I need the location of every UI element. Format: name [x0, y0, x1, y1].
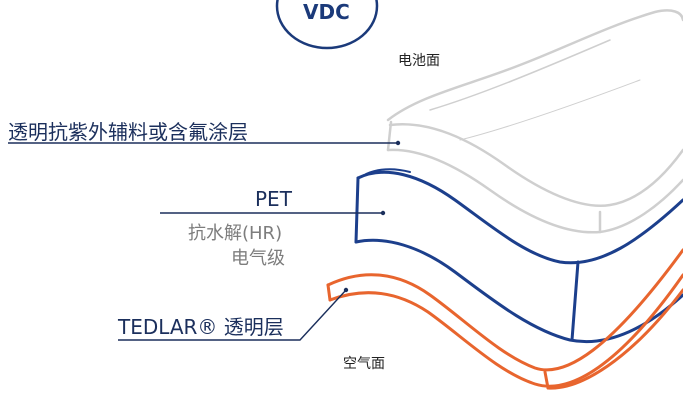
cell-side-label: 电池面: [398, 53, 440, 69]
tedlar-label: TEDLAR® 透明层: [118, 315, 284, 339]
vdc-badge-circle: [275, 0, 379, 50]
pet-hydrolysis-label: 抗水解(HR): [188, 223, 283, 244]
pet-layer: [354, 168, 683, 344]
coating-label: 透明抗紫外辅料或含氟涂层: [8, 120, 248, 144]
tedlar-layer: [326, 248, 683, 390]
pet-electrical-label: 电气级: [231, 248, 285, 269]
vdc-badge-label: VDC: [303, 0, 350, 24]
tedlar-leader: [118, 289, 347, 341]
leader-lines: [8, 142, 398, 341]
leader-dots: [343, 140, 401, 293]
air-side-label: 空气面: [343, 356, 385, 372]
coating-layer: [386, 9, 683, 234]
pet-label: PET: [255, 187, 292, 211]
